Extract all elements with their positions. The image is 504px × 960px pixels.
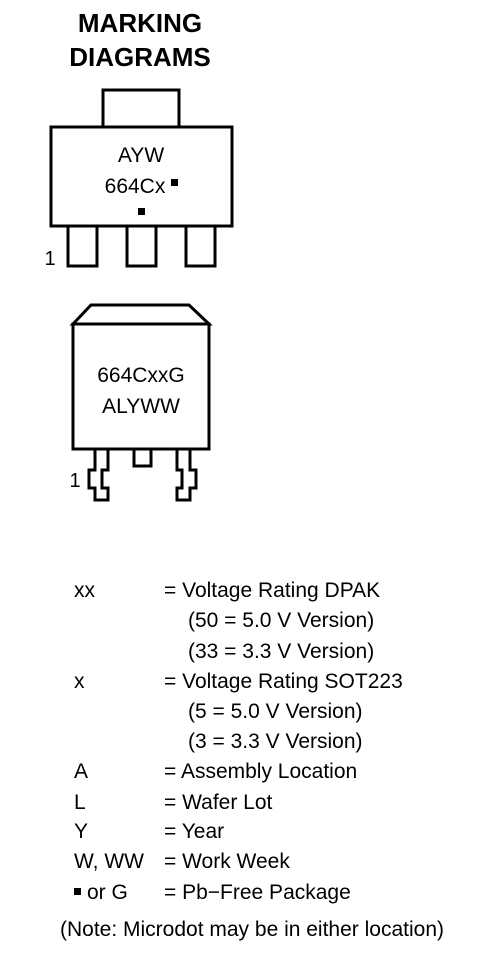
dpak-line-2: ALYWW: [102, 395, 180, 418]
legend-key: A: [74, 760, 89, 783]
dpak-pin1-label: 1: [69, 470, 80, 492]
legend-desc: = Year: [164, 820, 225, 843]
legend-desc: = Wafer Lot: [164, 791, 273, 814]
legend-desc: (3 = 3.3 V Version): [188, 730, 363, 753]
sot223-pin1-label: 1: [44, 248, 55, 270]
sot223-pin-3: [184, 224, 217, 268]
legend-key: x: [74, 670, 85, 693]
dpak-line-1: 664CxxG: [97, 364, 185, 387]
legend-desc: (50 = 5.0 V Version): [188, 609, 375, 632]
dpak-pin-1: [87, 449, 110, 502]
heading-line-2: DIAGRAMS: [69, 42, 211, 72]
sot223-line-1: AYW: [118, 144, 164, 167]
sot223-microdot-a: [171, 179, 178, 186]
legend-key: L: [74, 791, 86, 814]
legend-key: or G: [87, 881, 128, 904]
sot223-microdot-b: [138, 208, 145, 215]
dpak-body: [71, 322, 211, 451]
note: (Note: Microdot may be in either locatio…: [60, 918, 444, 941]
sot223-pin-1: [66, 224, 99, 268]
legend-key: xx: [74, 579, 95, 602]
sot223-pin-2: [125, 224, 158, 268]
dpak-package: [69, 303, 213, 502]
legend-desc: = Voltage Rating SOT223: [164, 670, 403, 693]
legend-desc: = Voltage Rating DPAK: [164, 579, 381, 602]
legend-desc: = Pb−Free Package: [164, 881, 351, 904]
legend-desc: (5 = 5.0 V Version): [188, 700, 363, 723]
microdot-icon: [74, 887, 81, 895]
dpak-pin-3: [175, 449, 198, 502]
package-drawings: AYW 664Cx 1 664CxxG ALYWW 1: [44, 88, 234, 502]
legend-key: Y: [74, 820, 89, 843]
legend-key-microdot: or G: [74, 881, 128, 905]
legend-desc: = Work Week: [164, 850, 290, 873]
sot223-line-2: 664Cx: [105, 175, 166, 198]
legend-key: W, WW: [74, 850, 144, 873]
legend-desc: = Assembly Location: [164, 760, 358, 783]
heading-line-1: MARKING: [77, 8, 203, 38]
legend-desc: (33 = 3.3 V Version): [188, 640, 375, 663]
dpak-center-tab: [132, 447, 153, 468]
